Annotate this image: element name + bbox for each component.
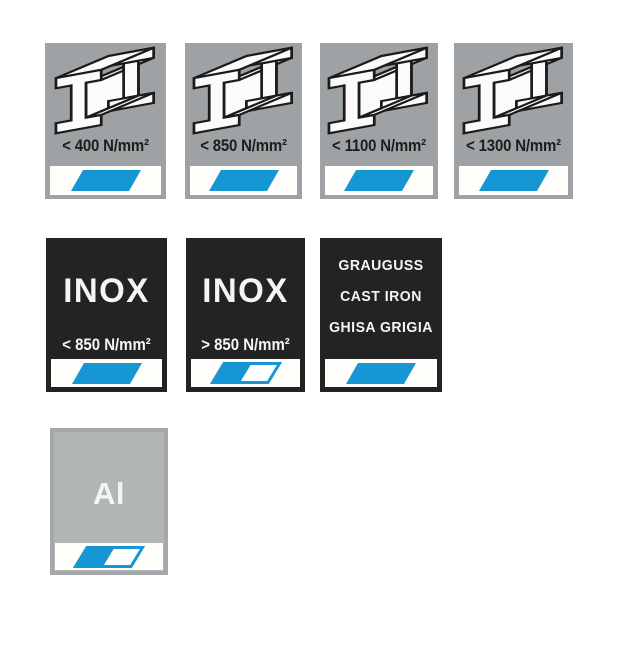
capability-strip — [325, 359, 437, 387]
inox-title: INOX — [202, 272, 289, 310]
tile-steel-1100: < 1100 N/mm² — [320, 43, 438, 199]
tile-steel-400: < 400 N/mm² — [45, 43, 166, 199]
half-parallelogram-icon — [209, 362, 282, 384]
tile-cast-iron: GRAUGUSS CAST IRON GHISA GRIGIA — [320, 238, 442, 392]
tile-inox-over-850: INOX > 850 N/mm² — [186, 238, 305, 392]
capability-strip — [190, 166, 297, 195]
capability-strip — [325, 166, 433, 195]
tensile-strength-label: < 1300 N/mm² — [466, 136, 561, 155]
steel-ibeam-icon — [185, 45, 302, 137]
capability-strip — [459, 166, 568, 195]
tensile-strength-label: < 850 N/mm² — [200, 136, 287, 155]
full-parallelogram-icon — [478, 170, 549, 191]
capability-strip — [50, 166, 161, 195]
aluminium-title: Al — [93, 476, 125, 511]
tile-inox-under-850: INOX < 850 N/mm² — [46, 238, 167, 392]
tensile-strength-label: < 1100 N/mm² — [332, 136, 426, 155]
tile-aluminium: Al — [50, 428, 168, 575]
cast-iron-label-it: GHISA GRIGIA — [329, 320, 433, 336]
steel-ibeam-icon — [45, 45, 166, 137]
full-parallelogram-icon — [70, 170, 141, 191]
cast-iron-label-en: CAST IRON — [340, 289, 422, 305]
cast-iron-label-de: GRAUGUSS — [338, 258, 424, 274]
tensile-strength-label: < 400 N/mm² — [62, 136, 149, 155]
full-parallelogram-icon — [344, 170, 414, 191]
steel-ibeam-icon — [320, 45, 438, 137]
capability-strip — [51, 359, 162, 387]
inox-title: INOX — [63, 272, 150, 310]
tile-steel-850: < 850 N/mm² — [185, 43, 302, 199]
steel-ibeam-icon — [454, 45, 573, 137]
full-parallelogram-icon — [346, 362, 416, 384]
half-parallelogram-icon — [72, 545, 146, 568]
capability-strip — [55, 543, 163, 570]
tensile-strength-label: > 850 N/mm² — [201, 335, 290, 354]
capability-strip — [191, 359, 300, 387]
tile-steel-1300: < 1300 N/mm² — [454, 43, 573, 199]
cast-iron-labels: GRAUGUSS CAST IRON GHISA GRIGIA — [320, 251, 442, 344]
tensile-strength-label: < 850 N/mm² — [62, 335, 151, 354]
full-parallelogram-icon — [208, 170, 279, 191]
full-parallelogram-icon — [71, 362, 142, 384]
